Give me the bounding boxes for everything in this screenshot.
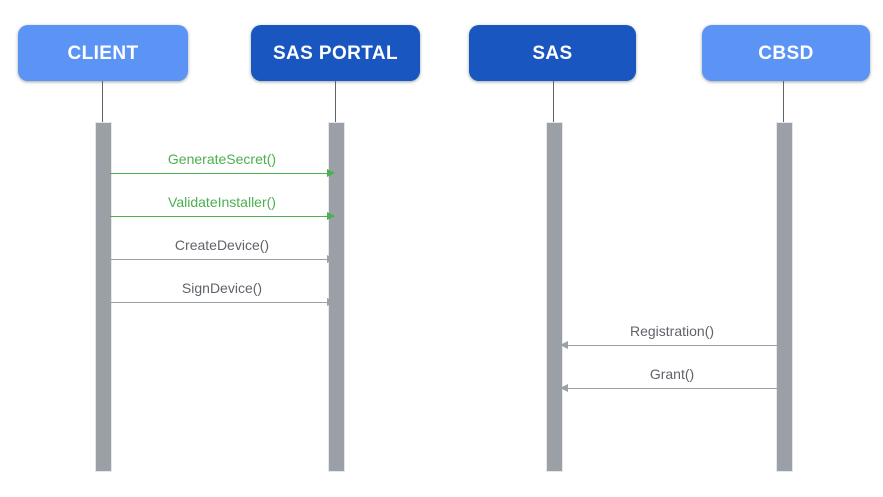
- actor-box-cbsd[interactable]: CBSD: [702, 25, 870, 81]
- message-arrowhead-create-device: [327, 255, 335, 263]
- activation-bar-cbsd: [776, 122, 793, 472]
- message-label-registration: Registration(): [629, 322, 715, 339]
- message-line-registration: [561, 345, 783, 346]
- lifeline-stem-client: [102, 81, 103, 122]
- message-line-generate-secret: [110, 173, 334, 174]
- actor-label-cbsd: CBSD: [758, 42, 814, 64]
- message-label-validate-installer: ValidateInstaller(): [168, 193, 276, 210]
- message-line-validate-installer: [110, 216, 334, 217]
- activation-bar-sas: [546, 122, 563, 472]
- message-arrowhead-registration: [560, 341, 568, 349]
- message-arrowhead-sign-device: [327, 298, 335, 306]
- message-line-sign-device: [110, 302, 334, 303]
- actor-label-sas-portal: SAS PORTAL: [272, 42, 399, 64]
- actor-box-sas-portal[interactable]: SAS PORTAL: [251, 25, 420, 81]
- message-arrowhead-grant: [560, 384, 568, 392]
- message-arrowhead-validate-installer: [327, 212, 335, 220]
- message-line-create-device: [110, 259, 334, 260]
- message-label-generate-secret: GenerateSecret(): [167, 150, 277, 167]
- activation-bar-sas-portal: [328, 122, 345, 472]
- lifeline-stem-sas-portal: [335, 81, 336, 122]
- lifeline-stem-sas: [553, 81, 554, 122]
- actor-label-client: CLIENT: [67, 42, 139, 64]
- actor-box-sas[interactable]: SAS: [469, 25, 636, 81]
- lifeline-stem-cbsd: [783, 81, 784, 122]
- message-arrowhead-generate-secret: [327, 169, 335, 177]
- message-label-grant: Grant(): [649, 365, 695, 382]
- message-label-sign-device: SignDevice(): [181, 279, 263, 296]
- actor-box-client[interactable]: CLIENT: [18, 25, 188, 81]
- message-label-create-device: CreateDevice(): [174, 236, 270, 253]
- actor-label-sas: SAS: [532, 42, 573, 64]
- activation-bar-client: [95, 122, 112, 472]
- message-line-grant: [561, 388, 783, 389]
